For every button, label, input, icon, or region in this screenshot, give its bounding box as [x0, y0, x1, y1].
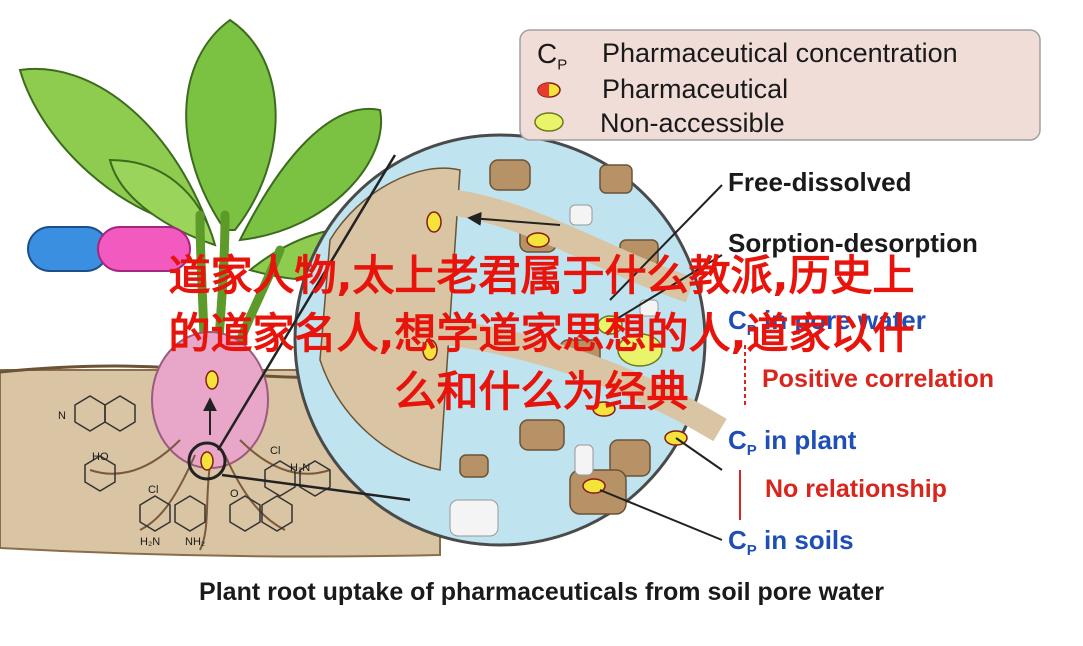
- leader-lines: [599, 184, 723, 541]
- label-sorption: Sorption-desorption: [728, 228, 978, 258]
- legend-nonaccess-symbol: [534, 112, 564, 132]
- mol-nh2: NH₂: [185, 536, 206, 548]
- legend-pharma-symbol: [537, 82, 561, 98]
- overlay-line-1: 道家人物,太上老君属于什么教派,历史上: [168, 251, 915, 300]
- zoom-connector-bottom: [221, 473, 411, 502]
- leaf-center: [185, 18, 277, 231]
- roots: [89, 439, 331, 551]
- root-channel-2: [428, 317, 727, 442]
- legend-pharma-label: Pharmaceutical: [602, 74, 789, 104]
- mol-h2n-2: H₂N: [290, 462, 311, 474]
- label-no-relationship: No relationship: [765, 475, 947, 503]
- figure-caption: Plant root uptake of pharmaceuticals fro…: [199, 578, 884, 606]
- leaf-top-right: [238, 107, 383, 242]
- mol-ho: HO: [92, 451, 109, 463]
- white-particles: [449, 204, 659, 537]
- legend-box: [519, 29, 1041, 141]
- overlay-line-2: 的道家名人,想学道家思想的人,道家以什: [168, 309, 915, 358]
- label-pore-water: CP in pore water: [728, 305, 926, 340]
- root-channel: [429, 187, 695, 303]
- mol-n: N: [58, 410, 66, 422]
- capsule-pill: [27, 226, 191, 272]
- overlay-line-3: 么和什么为经典: [394, 367, 689, 416]
- flow-arrow-top: [467, 211, 561, 226]
- molecule-drawings: [74, 395, 331, 532]
- label-positive-correlation: Positive correlation: [762, 365, 995, 393]
- label-in-soils: CP in soils: [728, 525, 854, 560]
- root-zoom-ring: [187, 441, 227, 481]
- legend-nonaccess-label: Non-accessible: [600, 108, 785, 138]
- label-in-plant: CP in plant: [728, 425, 857, 460]
- label-free-dissolved: Free-dissolved: [728, 167, 912, 197]
- mol-cl-2: Cl: [148, 484, 159, 496]
- zoom-connector-top: [216, 154, 397, 451]
- mol-o: O: [230, 488, 239, 500]
- legend-cp-symbol: CP: [537, 38, 568, 74]
- mol-h2n-1: H₂N: [140, 536, 161, 548]
- mol-cl-1: Cl: [270, 445, 281, 457]
- legend-cp-label: Pharmaceutical concentration: [602, 38, 958, 68]
